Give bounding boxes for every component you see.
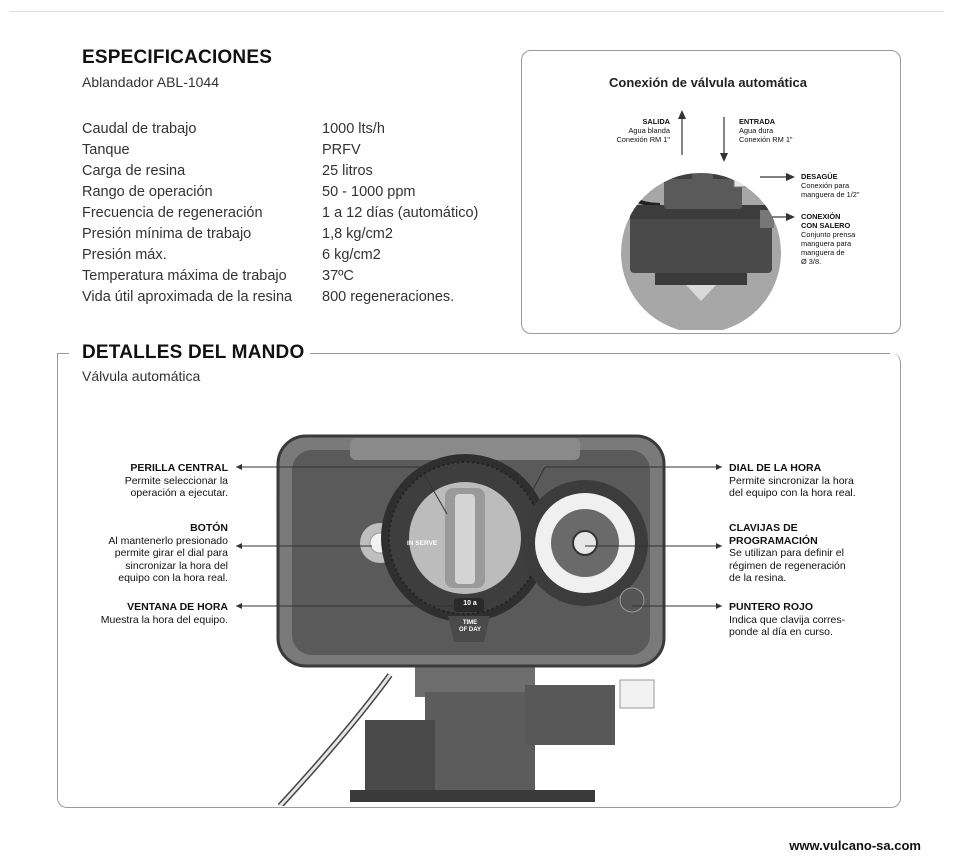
salero-line3: manguera de [801, 248, 845, 257]
spec-value: 1,8 kg/cm2 [322, 226, 393, 242]
dial-arrowhead [716, 464, 722, 470]
boton-line2-text: permite girar el dial para [114, 547, 228, 559]
boton-callout: BOTÓN Al mantenerlo presionado permite g… [60, 522, 228, 585]
spec-value: 6 kg/cm2 [322, 247, 381, 263]
top-divider [10, 11, 944, 12]
spec-value: 25 litros [322, 163, 373, 179]
perilla-line-diag [419, 466, 448, 515]
clavijas-callout: CLAVIJAS DE PROGRAMACIÓN Se utilizan par… [729, 522, 894, 585]
in-serve-label: IN SERVE [407, 540, 438, 547]
perilla-line1-text: Permite seleccionar la [124, 474, 228, 487]
desague-label: DESAGÜE Conexión para manguera de 1/2" [801, 172, 891, 199]
details-title: DETALLES DEL MANDO [82, 342, 311, 364]
entrada-label: ENTRADA Agua dura Conexión RM 1" [739, 117, 809, 144]
clavijas-line3-text: de la resina. [729, 572, 787, 584]
puntero-line1-text: Indica que clavija corres- [729, 613, 846, 626]
salero-label: CONEXIÓN CON SALERO Conjunto prensa mang… [801, 212, 891, 266]
time-window-value: 10 a [463, 600, 477, 607]
spec-label: Carga de resina [82, 163, 186, 179]
details-border-right [302, 353, 890, 354]
time-of-day-line1: TIME [462, 620, 478, 626]
spec-label: Frecuencia de regeneración [82, 205, 263, 221]
time-of-day-line2: OF DAY [458, 627, 482, 633]
spec-label: Temperatura máxima de trabajo [82, 268, 287, 284]
salero-line4: Ø 3/8. [801, 257, 822, 266]
salida-arrowhead [678, 110, 686, 119]
salida-line1: Agua blanda [628, 126, 670, 135]
puntero-title: PUNTERO ROJO [729, 601, 814, 613]
connection-panel [521, 50, 901, 334]
spec-value: 37ºC [322, 268, 354, 284]
boton-line4-text: equipo con la hora real. [118, 572, 228, 584]
salida-line2: Conexión RM 1" [616, 135, 670, 144]
entrada-line1: Agua dura [739, 126, 774, 135]
spec-value: 800 regeneraciones. [322, 289, 455, 305]
perilla-callout: PERILLA CENTRAL Permite seleccionar la o… [60, 462, 228, 500]
spec-value: PRFV [322, 142, 361, 158]
dial-line1-text: Permite sincronizar la hora [729, 474, 854, 487]
spec-value: 1 a 12 días (automático) [322, 205, 479, 221]
spec-label: Presión máx. [82, 247, 167, 263]
salero-line1: Conjunto prensa [801, 230, 856, 239]
desague-line1: Conexión para [801, 181, 850, 190]
dial-line2-text: del equipo con la hora real. [729, 487, 856, 499]
perilla-line2-text: operación a ejecutar. [130, 487, 228, 499]
salero-line2: manguera para [801, 239, 852, 248]
perilla-arrowhead [236, 464, 242, 470]
ventana-title: VENTANA DE HORA [127, 601, 228, 613]
salero-title2: CON SALERO [801, 221, 851, 230]
connection-title: Conexión de válvula automática [609, 75, 807, 90]
boton-title: BOTÓN [190, 522, 228, 534]
boton-arrowhead [236, 543, 242, 549]
details-subtitle: Válvula automática [82, 368, 201, 384]
salida-title: SALIDA [642, 117, 670, 126]
clavijas-title2: PROGRAMACIÓN [729, 534, 818, 547]
control-valve-illustration [276, 434, 666, 806]
boton-line1-text: Al mantenerlo presionado [108, 534, 228, 547]
spec-label: Rango de operación [82, 184, 213, 200]
entrada-arrowhead [720, 153, 728, 162]
clavijas-line1-text: Se utilizan para definir el [729, 547, 844, 559]
spec-value: 50 - 1000 ppm [322, 184, 416, 200]
spec-value: 1000 lts/h [322, 121, 385, 137]
clavijas-title1: CLAVIJAS DE [729, 522, 798, 534]
specs-title: ESPECIFICACIONES [82, 47, 273, 68]
entrada-line2: Conexión RM 1" [739, 135, 793, 144]
dial-line-diag [529, 466, 546, 496]
puntero-arrowhead [716, 603, 722, 609]
ventana-line1-text: Muestra la hora del equipo. [100, 613, 228, 626]
salida-label: SALIDA Agua blanda Conexión RM 1" [610, 117, 670, 144]
ventana-callout: VENTANA DE HORA Muestra la hora del equi… [60, 601, 228, 626]
salero-arrowhead [786, 213, 795, 221]
dial-title: DIAL DE LA HORA [729, 462, 822, 474]
desague-arrowhead [786, 173, 795, 181]
spec-label: Vida útil aproximada de la resina [82, 289, 293, 305]
spec-label: Caudal de trabajo [82, 121, 197, 137]
puntero-line2-text: ponde al día en curso. [729, 626, 833, 638]
footer-url[interactable]: www.vulcano-sa.com [789, 838, 921, 853]
spec-label: Presión mínima de trabajo [82, 226, 252, 242]
details-border-left [57, 353, 69, 354]
details-panel [57, 353, 901, 808]
clavijas-line2-text: régimen de regeneración [729, 559, 846, 572]
boton-line3-text: sincronizar la hora del [125, 559, 228, 572]
puntero-callout: PUNTERO ROJO Indica que clavija corres- … [729, 601, 894, 639]
valve-top-illustration [621, 110, 795, 330]
desague-title: DESAGÜE [801, 172, 838, 181]
time-of-day-label: TIME OF DAY [448, 620, 492, 634]
ventana-arrowhead [236, 603, 242, 609]
clavijas-arrowhead [716, 543, 722, 549]
spec-label: Tanque [82, 142, 130, 158]
perilla-title: PERILLA CENTRAL [130, 462, 228, 474]
dial-callout: DIAL DE LA HORA Permite sincronizar la h… [729, 462, 894, 500]
entrada-title: ENTRADA [739, 117, 776, 126]
salero-title1: CONEXIÓN [801, 212, 841, 221]
specs-subtitle: Ablandador ABL-1044 [82, 74, 219, 90]
desague-line2: manguera de 1/2" [801, 190, 860, 199]
